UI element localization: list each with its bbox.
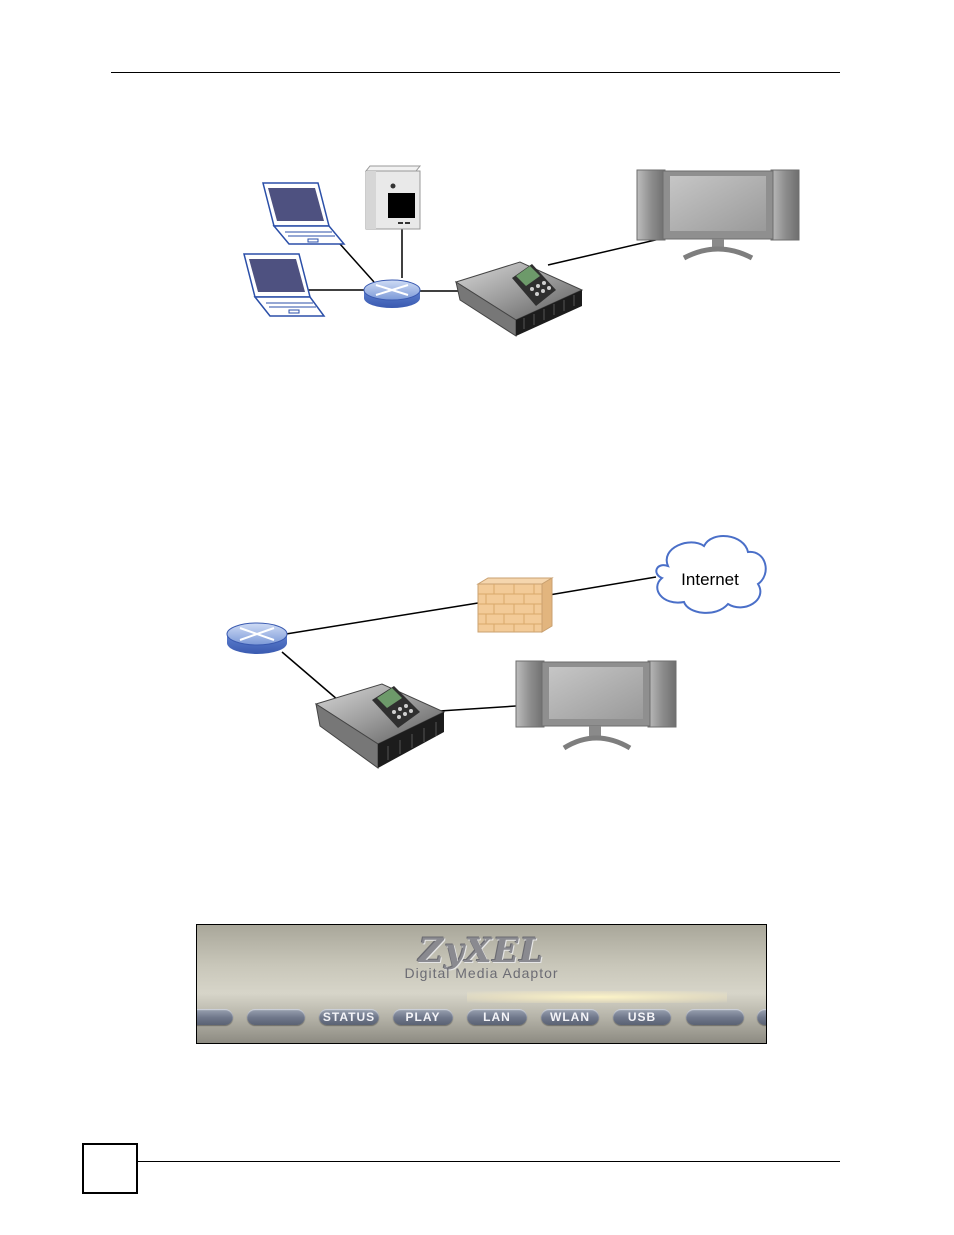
led-blank-right — [686, 1009, 744, 1025]
internet-cloud-icon — [655, 534, 767, 614]
led-row: STATUS PLAY LAN WLAN USB — [197, 1009, 766, 1027]
laptop-2-icon — [243, 253, 326, 317]
light-glare — [467, 991, 727, 1003]
television-icon — [515, 660, 677, 751]
led-lan: LAN — [467, 1009, 527, 1025]
media-adapter-icon — [314, 683, 446, 769]
page-number-box — [82, 1143, 138, 1194]
laptop-1-icon — [262, 182, 346, 245]
led-play: PLAY — [393, 1009, 453, 1025]
front-panel-photo: ZyXEL Digital Media Adaptor STATUS PLAY … — [196, 924, 767, 1044]
media-server-icon — [364, 165, 422, 230]
router-icon — [226, 622, 288, 654]
header-rule — [111, 72, 840, 73]
led-blank-left — [247, 1009, 305, 1025]
internet-label: Internet — [681, 570, 739, 589]
firewall-icon — [476, 577, 554, 633]
media-adapter-icon — [454, 261, 584, 337]
led-blank-right-edge — [757, 1009, 766, 1025]
footer-rule — [138, 1161, 840, 1162]
brand-logo: ZyXEL — [418, 931, 545, 971]
figure-1-links — [304, 228, 665, 292]
television-icon — [636, 169, 800, 261]
product-subtitle: Digital Media Adaptor — [404, 965, 559, 981]
led-usb: USB — [613, 1009, 671, 1025]
figure-2-internet-network: Internet — [226, 534, 767, 769]
switch-icon — [363, 279, 421, 308]
led-blank-left-edge — [197, 1009, 233, 1025]
led-wlan: WLAN — [541, 1009, 599, 1025]
led-status: STATUS — [319, 1009, 379, 1025]
figure-1-home-network — [243, 165, 800, 337]
